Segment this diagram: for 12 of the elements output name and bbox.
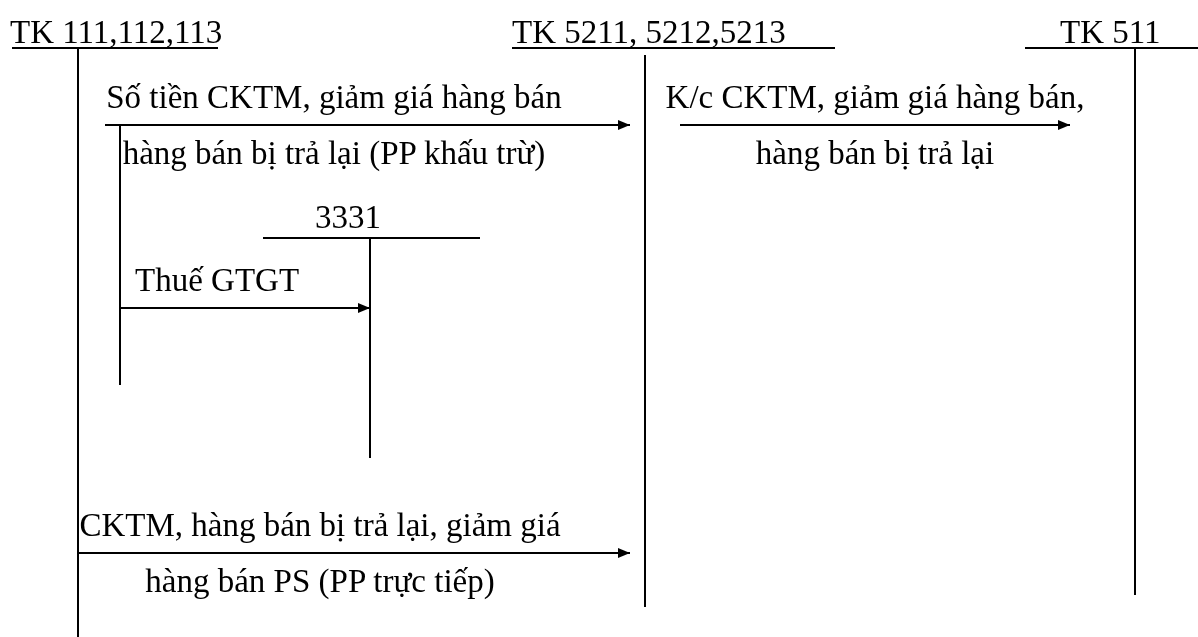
edge-label: Thuế GTGT [135,261,301,300]
arrow [679,120,1071,130]
edge-label: K/c CKTM, giảm giá hàng bán, hàng bán bị trả lại [664,78,1086,173]
account-title: 3331 [315,200,381,234]
account-title: TK 511 [1060,15,1161,49]
arrow [104,120,631,130]
arrow [77,548,631,558]
edge-label: CKTM, hàng bán bị trả lại, giảm giá hàng bán PS (PP trực tiếp) [78,506,562,601]
account-title: TK 111,112,113 [10,15,223,49]
arrow [119,303,371,313]
account-title: TK 5211, 5212,5213 [512,15,786,49]
edge-label: Số tiền CKTM, giảm giá hàng bán hàng bán bị trả lại (PP khấu trừ) [105,78,563,173]
